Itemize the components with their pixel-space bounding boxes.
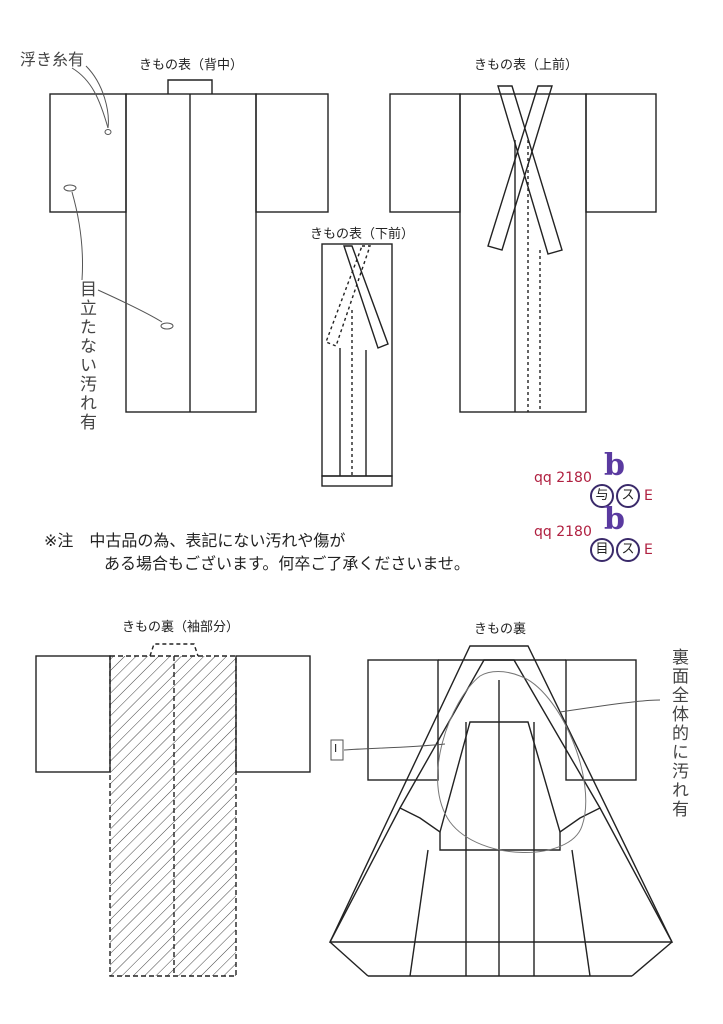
check-circle-2a: 目 [590, 538, 614, 562]
label-kimono-front-upper: きもの表（上前） [474, 58, 579, 73]
kimono-lining-drawing [328, 645, 674, 977]
annotation-loose-threads: 浮き糸有 [20, 50, 85, 69]
product-code-2: qq 2180 [534, 524, 592, 540]
check-circle-1b: ス [616, 484, 640, 508]
grade-letter-2: E [644, 542, 653, 558]
check-circle-1a: 与 [590, 484, 614, 508]
grade-stamp-2: b [604, 502, 625, 537]
grade-stamp-1: b [604, 448, 625, 483]
annotation-box-mark: I [334, 742, 338, 755]
kimono-lining-sleeve-drawing [35, 643, 311, 977]
kimono-back-drawing [49, 79, 329, 413]
annotation-marks [63, 65, 661, 761]
check-circle-2b: ス [616, 538, 640, 562]
label-kimono-front-lower: きもの表（下前） [310, 227, 415, 242]
notice-line-2: ある場合もございます。何卒ご了承くださいませ。 [104, 554, 470, 573]
label-kimono-lining-sleeve: きもの裏（袖部分） [122, 620, 240, 635]
kimono-front-lower-drawing [321, 243, 393, 487]
label-kimono-lining: きもの裏 [474, 622, 527, 637]
notice-line-1: ※注 中古品の為、表記にない汚れや傷が [44, 531, 346, 550]
kimono-front-upper-drawing [389, 85, 657, 413]
annotation-minor-stains: 目立たない汚れ有 [76, 280, 96, 432]
label-kimono-back: きもの表（背中） [139, 58, 244, 73]
annotation-lining-stains: 裏面全体的に汚れ有 [668, 648, 688, 819]
product-code-1: qq 2180 [534, 470, 592, 486]
grade-letter-1: E [644, 488, 653, 504]
